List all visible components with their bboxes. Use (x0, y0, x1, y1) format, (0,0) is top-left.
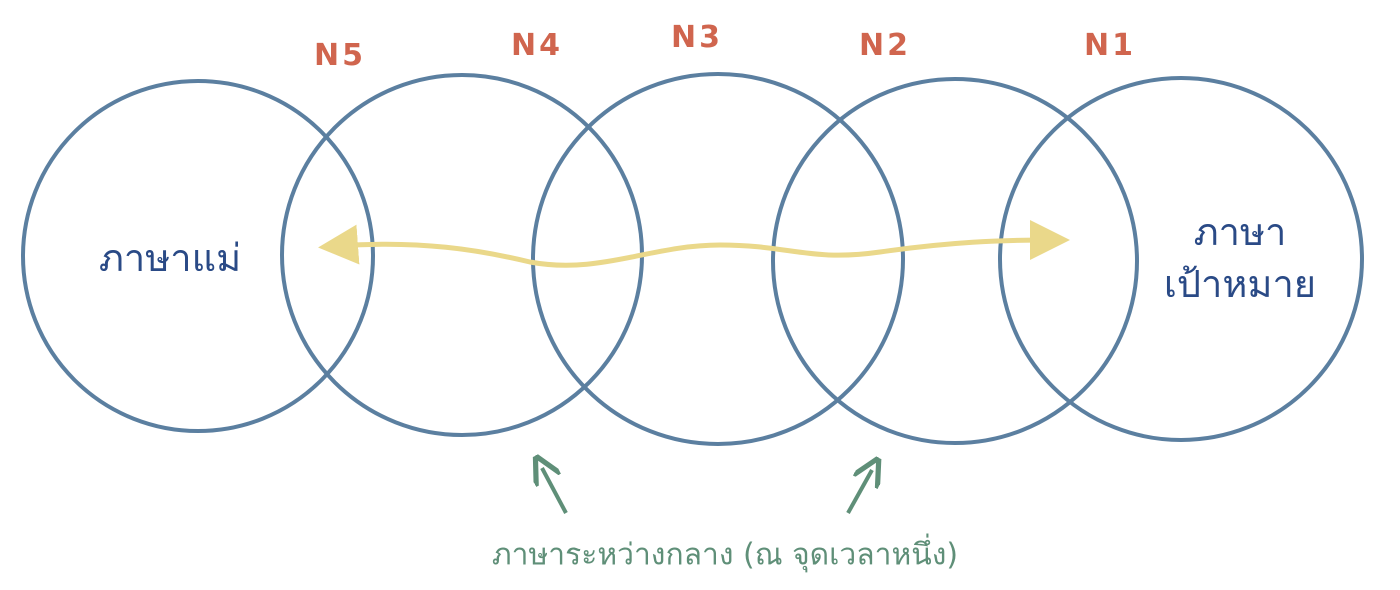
source-language-label: ภาษาแม่ (98, 236, 242, 280)
target-language-label: ภาษา เป้าหมาย (1164, 206, 1316, 310)
circle-n2 (771, 77, 1139, 445)
target-language-line2: เป้าหมาย (1163, 262, 1317, 306)
label-n5: N5 (314, 38, 366, 73)
pointer-arrow-left (542, 468, 568, 514)
interlanguage-note: ภาษาระหว่างกลาง (ณ จุดเวลาหนึ่ง) (491, 537, 959, 573)
label-n3: N3 (671, 20, 723, 55)
label-n1: N1 (1084, 28, 1136, 63)
pointer-arrow-right (846, 470, 872, 514)
progression-arrow (318, 220, 1070, 268)
target-language-line1: ภาษา (1193, 210, 1287, 254)
label-n4: N4 (511, 28, 563, 63)
circle-n3 (531, 72, 905, 446)
label-n2: N2 (859, 28, 911, 63)
